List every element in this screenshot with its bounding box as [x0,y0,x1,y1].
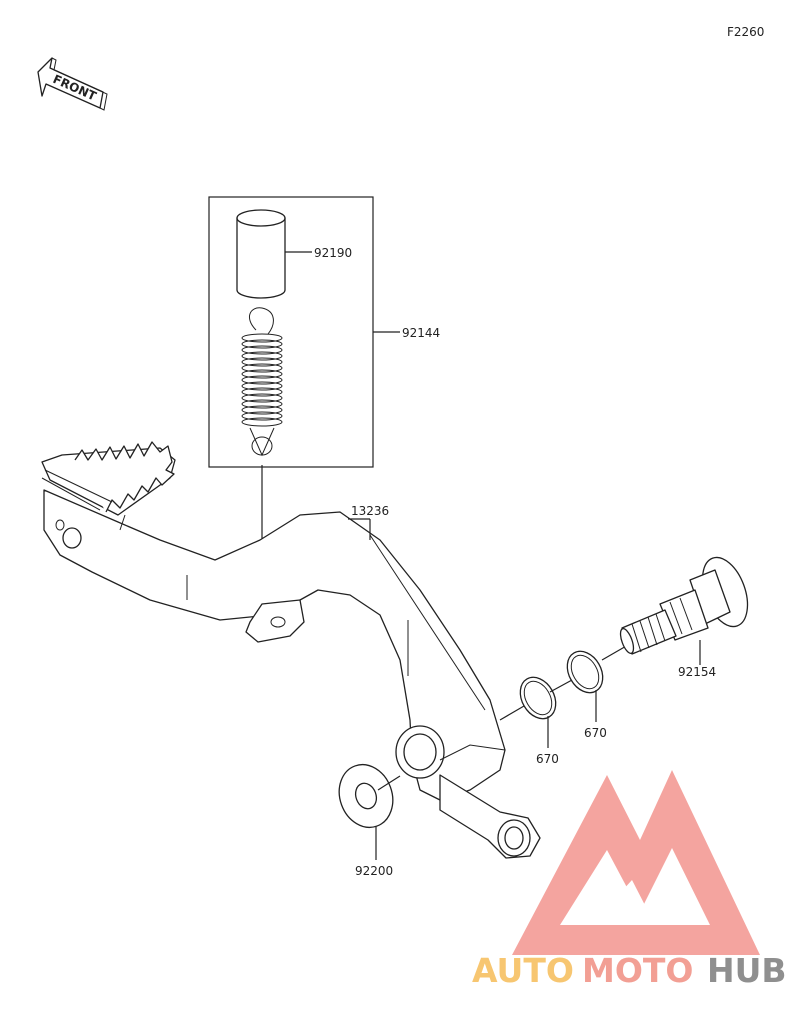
spring-coil [241,369,283,379]
spring-coil [241,339,283,349]
part-label-92190: 92190 [314,246,352,260]
spring-coil [241,375,283,385]
logo-triangle [512,770,760,955]
pedal-footplate [41,441,176,516]
washer-part [338,763,394,829]
front-label: FRONT [51,72,99,104]
figure-code: F2260 [727,25,764,39]
o-ring-part-1 [519,676,557,720]
part-label-92154: 92154 [678,665,716,679]
spring-coil [241,387,283,397]
spring-coil [241,333,283,343]
part-label-670-a: 670 [536,752,559,766]
spring-coil [241,405,283,415]
part-label-13236: 13236 [351,504,389,518]
pedal-lever [43,489,541,859]
spring-coil [241,351,283,361]
logo-text-hub: HUB [707,951,787,990]
part-label-670-b: 670 [584,726,607,740]
o-ring-part-2 [566,650,604,694]
spring-coil [241,381,283,391]
automotohub-logo: AUTO MOTO HUB [472,770,787,990]
front-arrow-icon: FRONT [37,57,108,111]
collar-part [236,209,286,299]
pivot-bolt-part [619,556,749,655]
logo-text-auto: AUTO [472,951,574,990]
spring-coil [241,399,283,409]
spring-part [241,307,283,457]
spring-coil [241,411,283,421]
spring-coil [241,417,283,427]
logo-text-moto: MOTO [582,951,693,990]
spring-coil [241,345,283,355]
spring-coil [241,363,283,373]
spring-kit-box [208,196,374,468]
part-label-92200: 92200 [355,864,393,878]
part-label-92144: 92144 [402,326,440,340]
spring-coil [241,357,283,367]
spring-coil [241,393,283,403]
